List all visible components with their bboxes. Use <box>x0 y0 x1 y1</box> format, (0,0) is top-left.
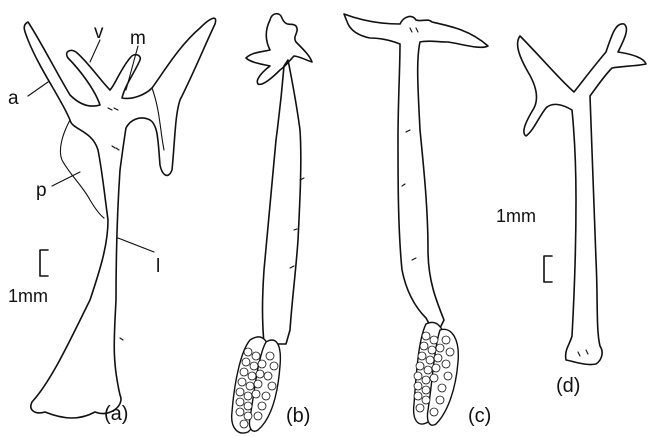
specimen-a-outline <box>24 18 215 418</box>
scale-label-left: 1mm <box>8 286 48 306</box>
label-m: m <box>130 28 146 49</box>
panel-label-a: (a) <box>104 403 128 425</box>
specimen-c <box>344 14 488 425</box>
specimen-a-leaders <box>28 40 154 252</box>
scale-bar-right: 1mm <box>496 206 552 282</box>
specimen-d-foot-marks <box>578 350 588 356</box>
specimen-d-outline <box>518 24 646 365</box>
specimen-b <box>232 14 312 433</box>
scale-bar-left: 1mm <box>8 250 48 306</box>
scale-label-right: 1mm <box>496 206 536 226</box>
specimen-a-lobe-line-left <box>60 120 104 218</box>
panel-label-c: (c) <box>468 405 491 427</box>
specimen-c-outline <box>344 14 488 336</box>
label-v: v <box>94 22 104 43</box>
label-a: a <box>8 88 19 109</box>
scale-bracket-right <box>544 256 552 282</box>
specimen-d <box>518 24 646 365</box>
scale-bracket-left <box>40 250 48 276</box>
specimen-a <box>24 18 215 418</box>
leader-l <box>118 238 154 252</box>
specimen-b-stalk <box>263 60 301 344</box>
leader-v <box>90 40 100 62</box>
label-l: l <box>156 256 160 277</box>
panel-label-b: (b) <box>286 405 310 427</box>
specimen-c-marks <box>402 28 418 260</box>
leader-a <box>28 82 48 96</box>
label-p: p <box>36 180 47 201</box>
panel-label-d: (d) <box>556 375 580 397</box>
specimen-b-head <box>246 14 312 85</box>
